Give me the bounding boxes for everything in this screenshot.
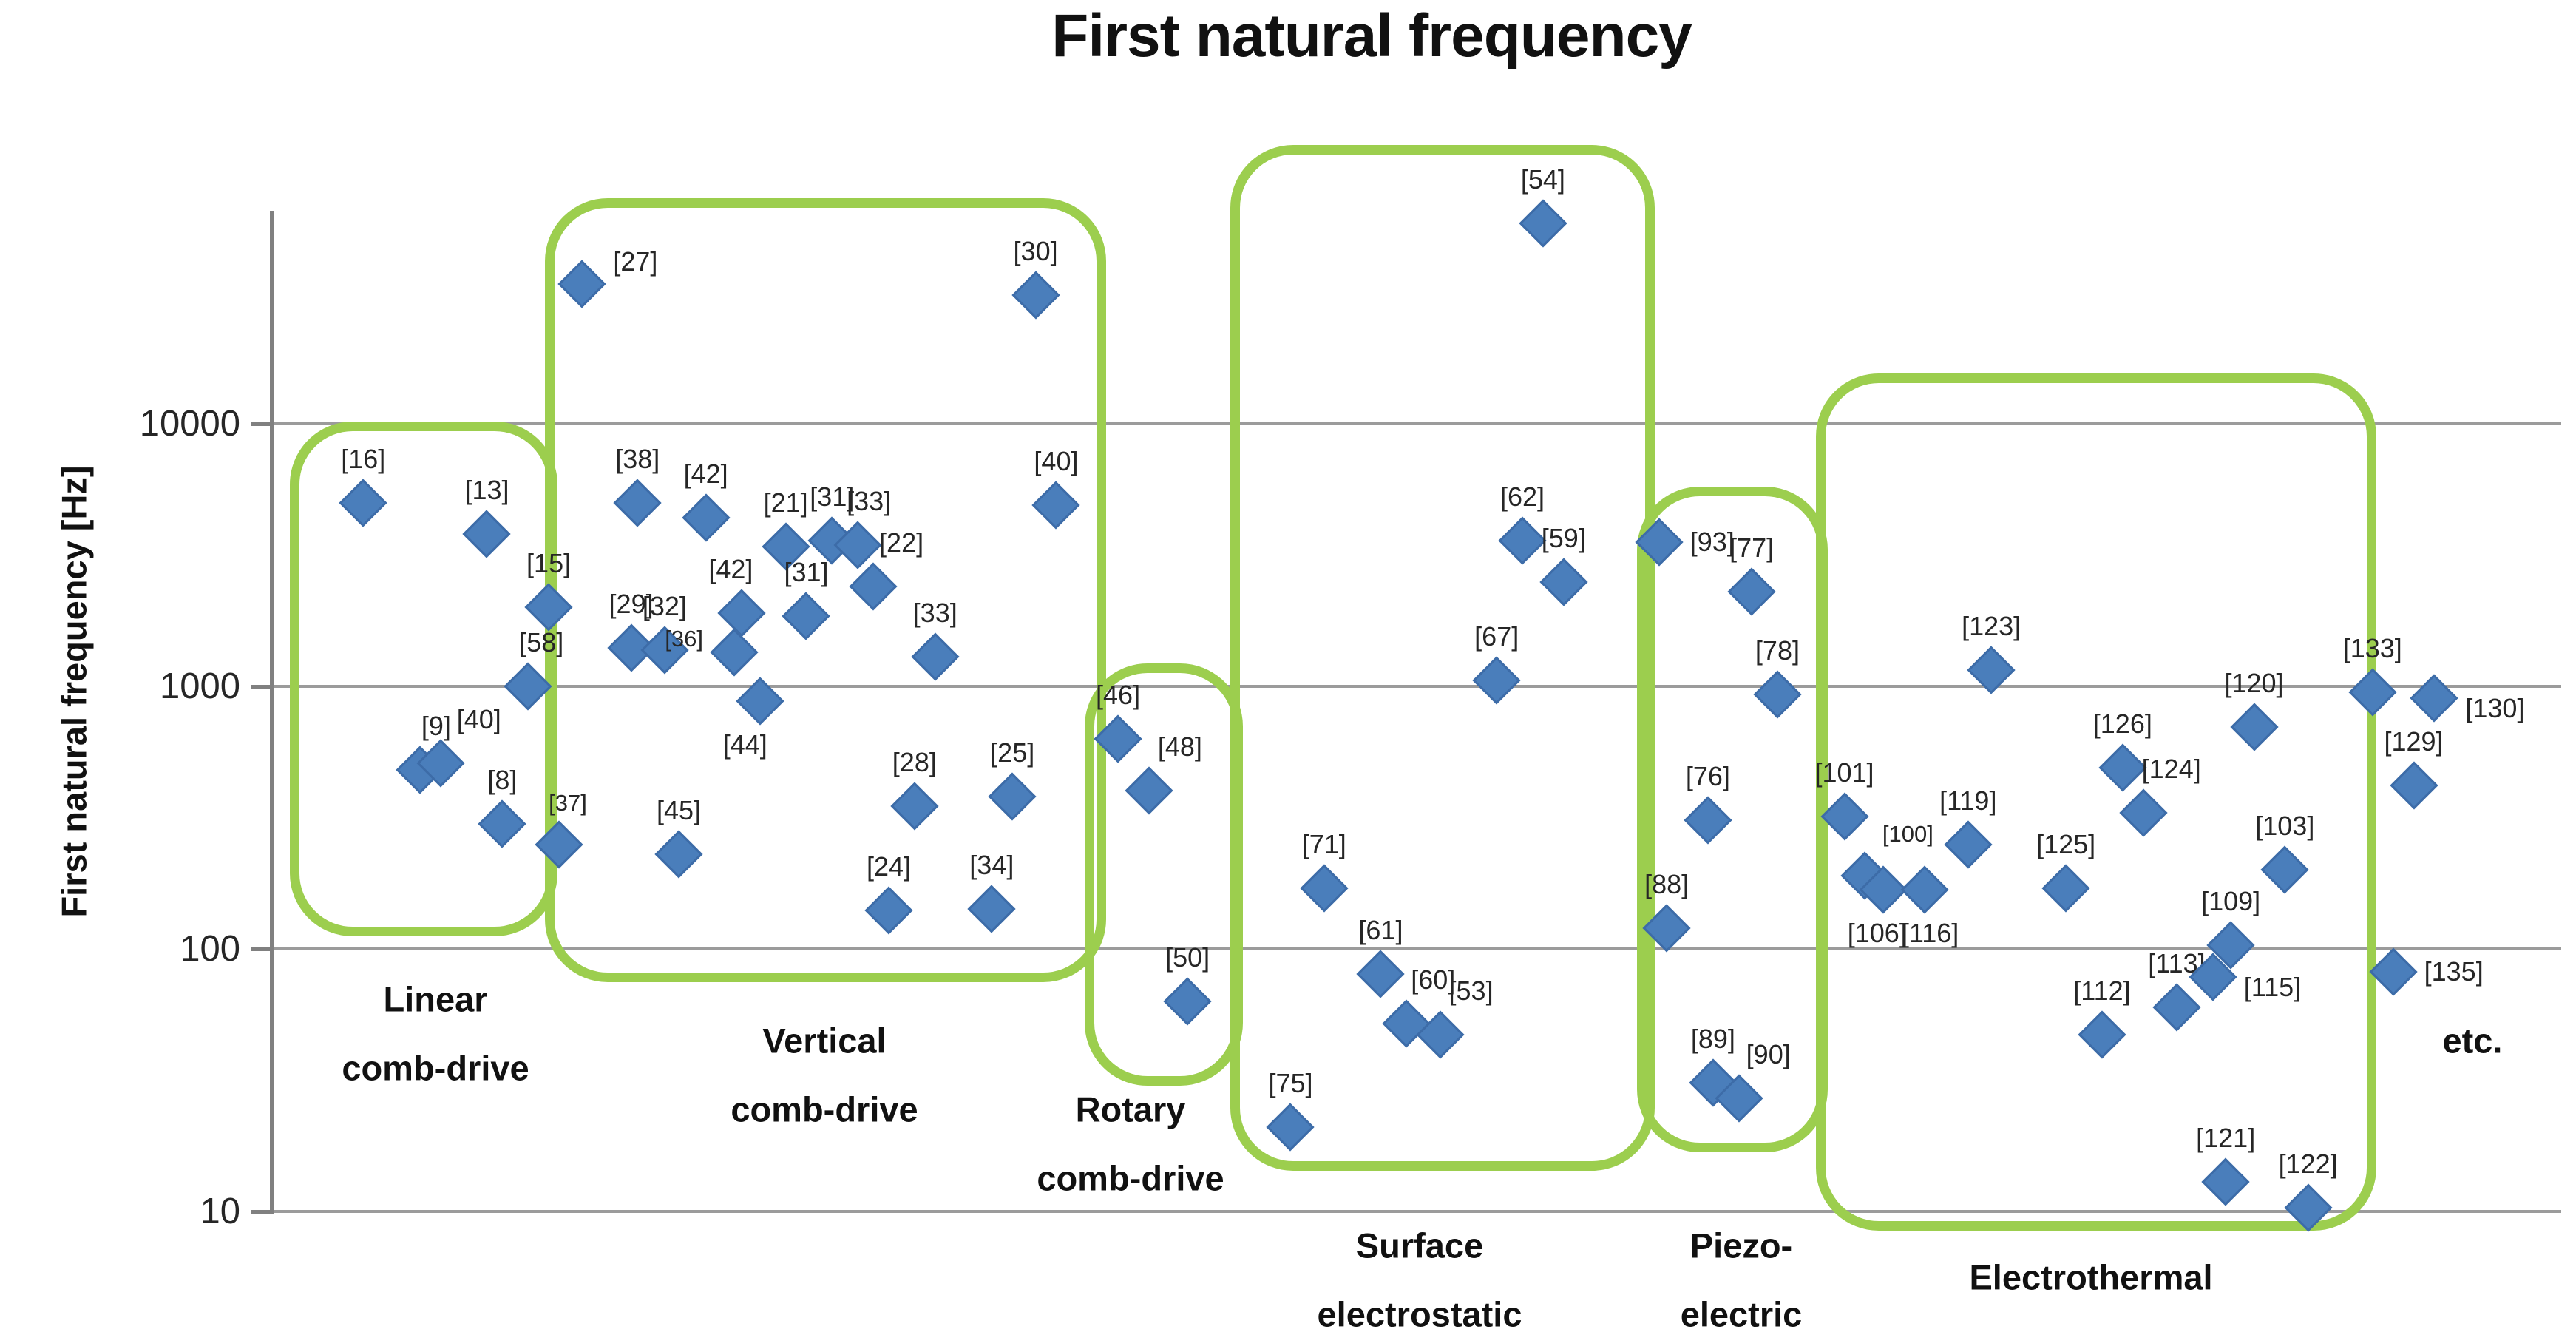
y-tick-label: 100 (180, 929, 240, 969)
data-point-label: [115] (2243, 972, 2302, 1003)
group-box-electrothermal (1816, 373, 2376, 1231)
axis-tick (251, 422, 271, 426)
group-box-surface-electrostatic (1230, 145, 1655, 1171)
data-point-label: [100] (1882, 821, 1933, 848)
category-label: comb-drive (1037, 1158, 1224, 1198)
y-axis-line (270, 211, 274, 1214)
data-point-label: [119] (1939, 785, 1997, 816)
y-tick-label: 10 (200, 1191, 240, 1231)
category-label: etc. (2442, 1021, 2503, 1061)
category-label: Rotary (1075, 1089, 1186, 1129)
data-point-label: [42] (708, 554, 753, 585)
data-point-label: [135] (2424, 956, 2484, 987)
data-point-label: [124] (2141, 753, 2201, 784)
data-point-label: [93] (1689, 526, 1735, 557)
data-point-label: [27] (613, 246, 658, 277)
data-point-label: [30] (1013, 235, 1058, 266)
y-axis-title: First natural frequency [Hz] (54, 465, 94, 918)
data-point-label: [24] (866, 851, 911, 882)
data-point-label: [8] (487, 764, 518, 795)
data-point-label: [125] (2036, 829, 2096, 860)
data-point-label: [32] (642, 591, 687, 622)
data-point-label: [28] (892, 746, 937, 777)
category-label: Piezo- (1689, 1225, 1793, 1265)
data-point-label: [76] (1685, 760, 1730, 791)
data-point-label: [21] (763, 487, 808, 518)
category-label: Electrothermal (1969, 1257, 2213, 1297)
data-point-label: [123] (1962, 611, 2021, 642)
data-point-label: [13] (464, 475, 509, 506)
data-point-label: [133] (2342, 632, 2402, 663)
data-point-label: [29] (609, 589, 654, 620)
chart-title: First natural frequency (1051, 2, 1692, 70)
data-point-label: [46] (1096, 680, 1141, 711)
data-point-label: [109] (2201, 886, 2261, 917)
data-point-label: [120] (2224, 667, 2284, 698)
gridline (271, 947, 2561, 950)
data-point-label: [53] (1448, 976, 1494, 1007)
category-label: electrostatic (1317, 1294, 1522, 1332)
category-label: Surface (1355, 1225, 1484, 1265)
data-point-label: [106] (1847, 918, 1907, 948)
data-point-label: [33] (847, 486, 892, 517)
data-point-label: [38] (615, 443, 660, 474)
data-point-label: [77] (1729, 532, 1775, 563)
data-point-label: [126] (2092, 708, 2152, 739)
category-label: comb-drive (731, 1089, 918, 1129)
category-label: Vertical (762, 1021, 887, 1061)
data-point-marker (2410, 674, 2458, 723)
data-point-label: [16] (341, 443, 386, 474)
data-point-label: [61] (1358, 915, 1403, 946)
data-point-label: [103] (2255, 811, 2315, 842)
data-point-label: [34] (969, 849, 1014, 880)
data-point-label: [122] (2278, 1149, 2338, 1180)
data-point-label: [59] (1541, 522, 1586, 553)
data-point-label: [50] (1165, 942, 1210, 973)
data-point-label: [78] (1755, 635, 1800, 666)
axis-tick (251, 684, 271, 689)
data-point-label: [45] (657, 794, 702, 825)
category-label: comb-drive (342, 1048, 529, 1088)
data-point-label: [71] (1301, 829, 1346, 860)
data-point-label: [89] (1690, 1023, 1735, 1054)
data-point-label: [75] (1268, 1067, 1313, 1098)
data-point-label: [54] (1520, 163, 1565, 195)
data-point-label: [112] (2073, 976, 2131, 1007)
data-point-label: [60] (1411, 964, 1456, 995)
data-point-label: [88] (1644, 868, 1689, 899)
data-point-label: [130] (2465, 693, 2525, 724)
axis-tick (251, 1209, 271, 1214)
data-point-label: [9] (421, 711, 451, 742)
data-point-label: [40] (456, 703, 501, 734)
data-point-label: [48] (1157, 731, 1202, 763)
gridline (271, 1210, 2561, 1213)
data-point-label: [37] (549, 789, 587, 816)
data-point-label: [25] (990, 737, 1035, 768)
data-point-marker (2389, 761, 2438, 810)
data-point-label: [129] (2384, 726, 2444, 757)
data-point-label: [40] (1034, 445, 1079, 476)
data-point-label: [36] (665, 625, 703, 652)
data-point-label: [15] (526, 548, 572, 579)
axis-tick (251, 947, 271, 951)
data-point-label: [62] (1500, 481, 1545, 512)
category-label: electric (1680, 1294, 1803, 1332)
data-point-label: [22] (879, 527, 924, 558)
data-point-label: [58] (519, 627, 564, 657)
data-point-label: [121] (2196, 1122, 2256, 1153)
data-point-label: [31] (784, 557, 829, 588)
data-point-label: [90] (1746, 1038, 1791, 1069)
data-point-label: [101] (1814, 757, 1874, 788)
y-tick-label: 10000 (139, 404, 240, 444)
data-point-label: [67] (1474, 621, 1519, 652)
data-point-label: [116] (1901, 918, 1959, 948)
gridline (271, 685, 2561, 688)
y-tick-label: 1000 (159, 666, 240, 706)
category-label: Linear (383, 979, 488, 1019)
data-point-label: [42] (683, 458, 728, 489)
data-point-label: [31] (810, 481, 855, 512)
data-point-label: [33] (912, 597, 957, 628)
gridline (271, 422, 2561, 425)
data-point-label: [44] (722, 728, 767, 760)
